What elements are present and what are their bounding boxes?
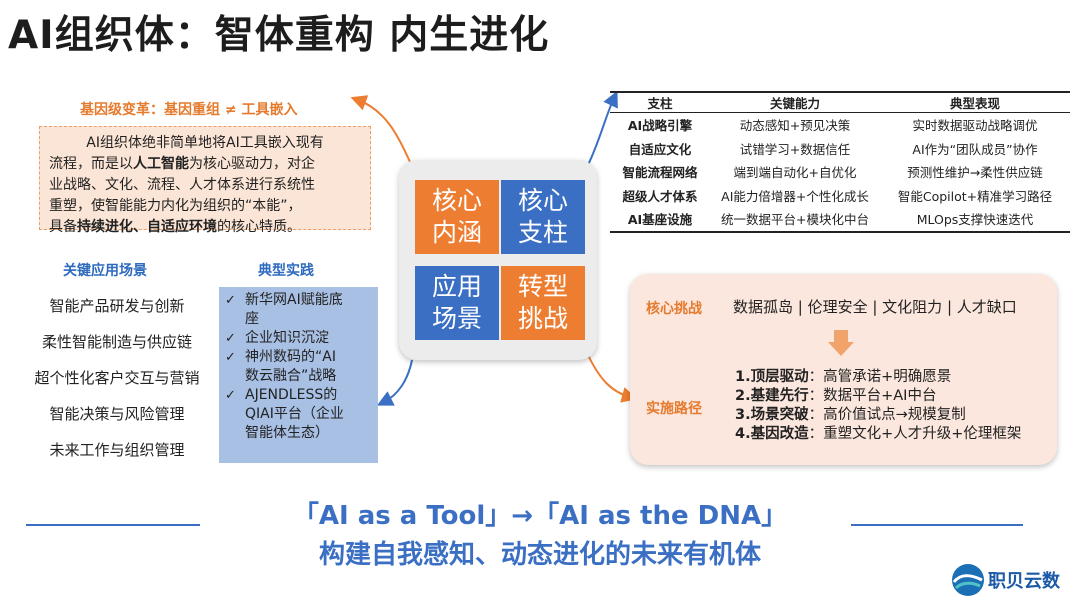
logo-text: 职贝云数 [988, 571, 1060, 592]
gene-line-1: AI组织体绝非简单地将AI工具嵌入现有 [86, 135, 324, 151]
column-header: 支柱 [610, 91, 710, 113]
scenarios-list: 智能产品研发与创新 柔性智能制造与供应链 超个性化客户交互与营销 智能决策与风险… [22, 294, 212, 474]
slogan-line-2: 构建自我感知、动态进化的未来有机体 [318, 540, 761, 570]
scenario-item: 未来工作与组织管理 [49, 441, 185, 459]
gene-line-2: 流程，而是以人工智能为核心驱动力，对企 [49, 156, 315, 172]
table-header-row: 支柱 关键能力 典型表现 [610, 91, 1070, 113]
quadrant-core-pillars: 核心支柱 [501, 180, 585, 254]
implementation-path-label: 实施路径 [646, 401, 702, 417]
table-row: 超级人才体系 AI能力倍增器+个性化成长 智能Copilot+精准学习路径 [622, 188, 1053, 204]
table-row: AI基座设施 统一数据平台+模块化中台 MLOps支撑快速迭代 [610, 207, 1070, 233]
quadrant-transformation-challenges: 转型挑战 [501, 266, 585, 340]
quadrant-core-connotation: 核心内涵 [415, 180, 499, 254]
table-row: 智能流程网络 端到端自动化+自优化 预测性维护→柔性供应链 [622, 165, 1043, 181]
check-icon: ✓ [225, 331, 236, 346]
step-item: 2.基建先行：数据平台+AI中台 [735, 388, 937, 404]
scenario-item: 智能决策与风险管理 [49, 405, 185, 423]
gene-line-3: 业战略、文化、流程、人才体系进行系统性 [49, 177, 315, 193]
gene-line-5: 具备持续进化、自适应环境的核心特质。 [49, 219, 301, 235]
challenges-label: 核心挑战 [646, 301, 702, 317]
table-row: AI战略引擎 动态感知+预见决策 实时数据驱动战略调优 [627, 118, 1038, 134]
step-item: 4.基因改造：重塑文化+人才升级+伦理框架 [735, 426, 1022, 442]
gene-description: AI组织体绝非简单地将AI工具嵌入现有 流程，而是以人工智能为核心驱动力，对企 … [39, 126, 371, 235]
practice-item: ✓ 新华网AI赋能底座 [225, 292, 343, 327]
challenges-box: 核心挑战 数据孤岛 | 伦理安全 | 文化阻力 | 人才缺口 实施路径 1.顶层… [630, 274, 1057, 465]
divider-right [851, 524, 1023, 526]
practice-item: ✓ 企业知识沉淀 [225, 330, 329, 346]
column-header: 典型表现 [880, 91, 1070, 113]
scenario-item: 柔性智能制造与供应链 [41, 333, 192, 351]
slogan-line-1: 「AI as a Tool」→「AI as the DNA」 [292, 501, 788, 531]
scenario-item: 智能产品研发与创新 [49, 297, 185, 315]
quadrant-application-scenarios: 应用场景 [415, 266, 499, 340]
pillars-table: 支柱 关键能力 典型表现 AI战略引擎 动态感知+预见决策 实时数据驱动战略调优… [610, 91, 1070, 233]
scenario-item: 超个性化客户交互与营销 [34, 369, 200, 387]
check-icon: ✓ [225, 350, 236, 365]
table-row: 自适应文化 试错学习+数据信任 AI作为“团队成员”协作 [628, 141, 1038, 157]
challenges-text: 数据孤岛 | 伦理安全 | 文化阻力 | 人才缺口 [733, 298, 1017, 316]
check-icon: ✓ [225, 388, 236, 403]
scenarios-heading: 关键应用场景 [63, 263, 147, 279]
step-item: 1.顶层驱动：高管承诺+明确愿景 [735, 369, 952, 385]
page-title: AI组织体：智体重构 内生进化 [8, 13, 550, 58]
arrow-to-practices [376, 359, 413, 406]
gene-heading: 基因级变革：基因重组 ≠ 工具嵌入 [80, 102, 298, 118]
check-icon: ✓ [225, 293, 236, 308]
arrow-to-challenges [587, 354, 638, 403]
core-quadrant: 核心内涵 核心支柱 应用场景 转型挑战 [399, 160, 597, 360]
down-arrow-icon [828, 330, 854, 356]
logo-icon [952, 564, 984, 596]
implementation-steps: 1.顶层驱动：高管承诺+明确愿景 2.基建先行：数据平台+AI中台 3.场景突破… [735, 368, 1021, 444]
column-header: 关键能力 [710, 91, 880, 113]
gene-line-4: 重塑，使智能能力内化为组织的“本能”， [49, 198, 302, 214]
step-item: 3.场景突破：高价值试点→规模复制 [735, 407, 966, 423]
practices-heading: 典型实践 [258, 263, 314, 279]
divider-left [26, 524, 200, 526]
